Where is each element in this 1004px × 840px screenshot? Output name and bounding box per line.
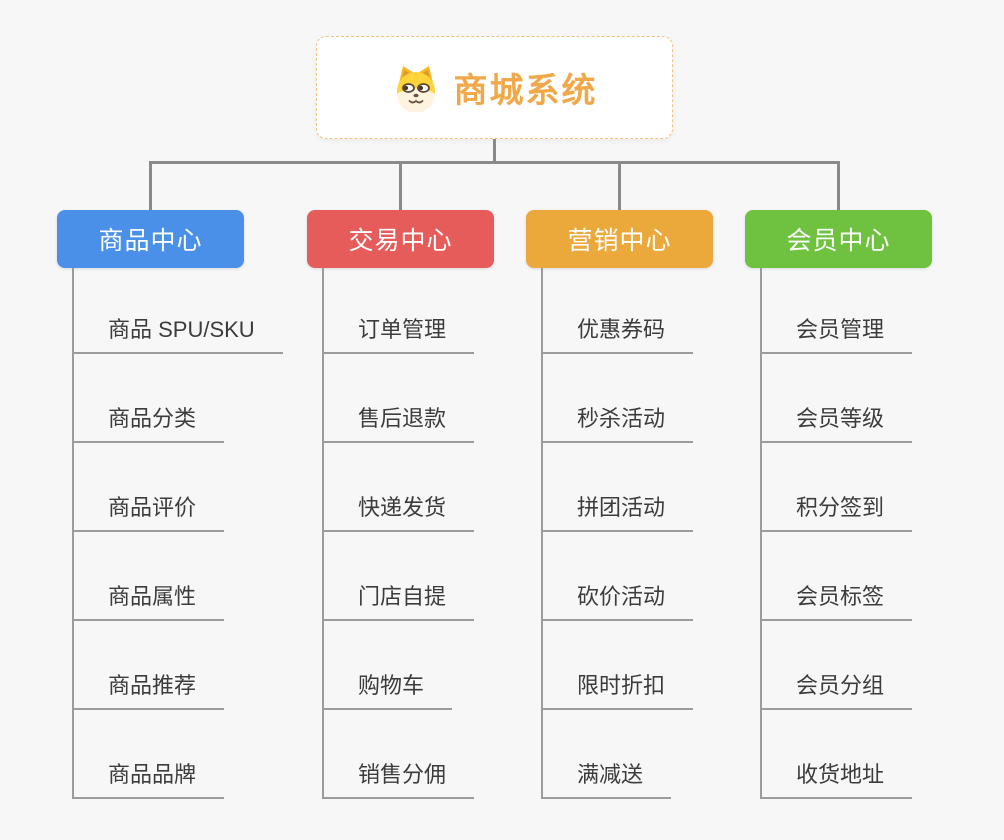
leaf-label: 商品分类	[108, 406, 197, 431]
branch-list: 会员管理 会员等级 积分签到 会员标签 会员分组 收货地址	[760, 268, 913, 799]
leaf-label: 购物车	[358, 673, 425, 698]
leaf-label: 商品属性	[108, 584, 197, 609]
branch-list: 商品 SPU/SKU 商品分类 商品评价 商品属性 商品推荐 商品品牌	[72, 268, 283, 799]
leaf-node[interactable]: 会员等级	[762, 354, 913, 443]
leaf-node[interactable]: 购物车	[324, 621, 453, 710]
dog-face-icon	[396, 65, 435, 112]
leaf-label: 秒杀活动	[577, 406, 666, 431]
branch-label: 交易中心	[348, 227, 453, 255]
leaf-label: 限时折扣	[577, 673, 666, 698]
leaf-label: 收货地址	[796, 762, 885, 787]
connector-bus	[149, 161, 840, 164]
leaf-node[interactable]: 收货地址	[762, 710, 913, 799]
leaf-node[interactable]: 商品评价	[74, 443, 225, 532]
leaf-node[interactable]: 优惠券码	[543, 268, 694, 354]
branch-header-2[interactable]: 交易中心	[307, 210, 494, 268]
connector-drop	[837, 161, 840, 210]
connector-stem	[493, 139, 496, 163]
leaf-label: 砍价活动	[577, 584, 666, 609]
leaf-label: 商品推荐	[108, 673, 197, 698]
branch-list: 订单管理 售后退款 快递发货 门店自提 购物车 销售分佣	[322, 268, 475, 799]
connector-drop	[149, 161, 152, 210]
leaf-node[interactable]: 商品 SPU/SKU	[74, 268, 283, 354]
branch-list: 优惠券码 秒杀活动 拼团活动 砍价活动 限时折扣 满减送	[541, 268, 694, 799]
leaf-node[interactable]: 会员标签	[762, 532, 913, 621]
branch-label: 营销中心	[567, 227, 672, 255]
branch-header-3[interactable]: 营销中心	[526, 210, 713, 268]
leaf-label: 优惠券码	[577, 317, 666, 342]
leaf-label: 满减送	[577, 762, 644, 787]
root-title: 商城系统	[453, 72, 598, 110]
leaf-label: 会员管理	[796, 317, 885, 342]
connector-drop	[399, 161, 402, 210]
leaf-label: 销售分佣	[358, 762, 447, 787]
leaf-node[interactable]: 商品属性	[74, 532, 225, 621]
leaf-label: 拼团活动	[577, 495, 666, 520]
leaf-node[interactable]: 秒杀活动	[543, 354, 694, 443]
leaf-label: 商品 SPU/SKU	[108, 317, 255, 342]
leaf-label: 商品评价	[108, 495, 197, 520]
leaf-label: 会员分组	[796, 673, 885, 698]
leaf-label: 会员标签	[796, 584, 885, 609]
leaf-node[interactable]: 限时折扣	[543, 621, 694, 710]
leaf-label: 门店自提	[358, 584, 447, 609]
branch-header-4[interactable]: 会员中心	[745, 210, 932, 268]
leaf-node[interactable]: 商品推荐	[74, 621, 225, 710]
leaf-label: 会员等级	[796, 406, 885, 431]
leaf-node[interactable]: 售后退款	[324, 354, 475, 443]
leaf-node[interactable]: 会员分组	[762, 621, 913, 710]
branch-label: 商品中心	[98, 227, 203, 255]
leaf-node[interactable]: 销售分佣	[324, 710, 475, 799]
leaf-label: 积分签到	[796, 495, 885, 520]
leaf-node[interactable]: 满减送	[543, 710, 672, 799]
leaf-node[interactable]: 订单管理	[324, 268, 475, 354]
root-node[interactable]: 商城系统	[316, 36, 673, 139]
leaf-node[interactable]: 门店自提	[324, 532, 475, 621]
connector-drop	[618, 161, 621, 210]
leaf-label: 快递发货	[358, 495, 447, 520]
leaf-node[interactable]: 商品品牌	[74, 710, 225, 799]
leaf-node[interactable]: 商品分类	[74, 354, 225, 443]
leaf-label: 商品品牌	[108, 762, 197, 787]
leaf-node[interactable]: 会员管理	[762, 268, 913, 354]
leaf-node[interactable]: 拼团活动	[543, 443, 694, 532]
leaf-node[interactable]: 砍价活动	[543, 532, 694, 621]
branch-label: 会员中心	[786, 227, 891, 255]
leaf-node[interactable]: 快递发货	[324, 443, 475, 532]
branch-header-1[interactable]: 商品中心	[57, 210, 244, 268]
leaf-label: 订单管理	[358, 317, 447, 342]
leaf-label: 售后退款	[358, 406, 447, 431]
leaf-node[interactable]: 积分签到	[762, 443, 913, 532]
